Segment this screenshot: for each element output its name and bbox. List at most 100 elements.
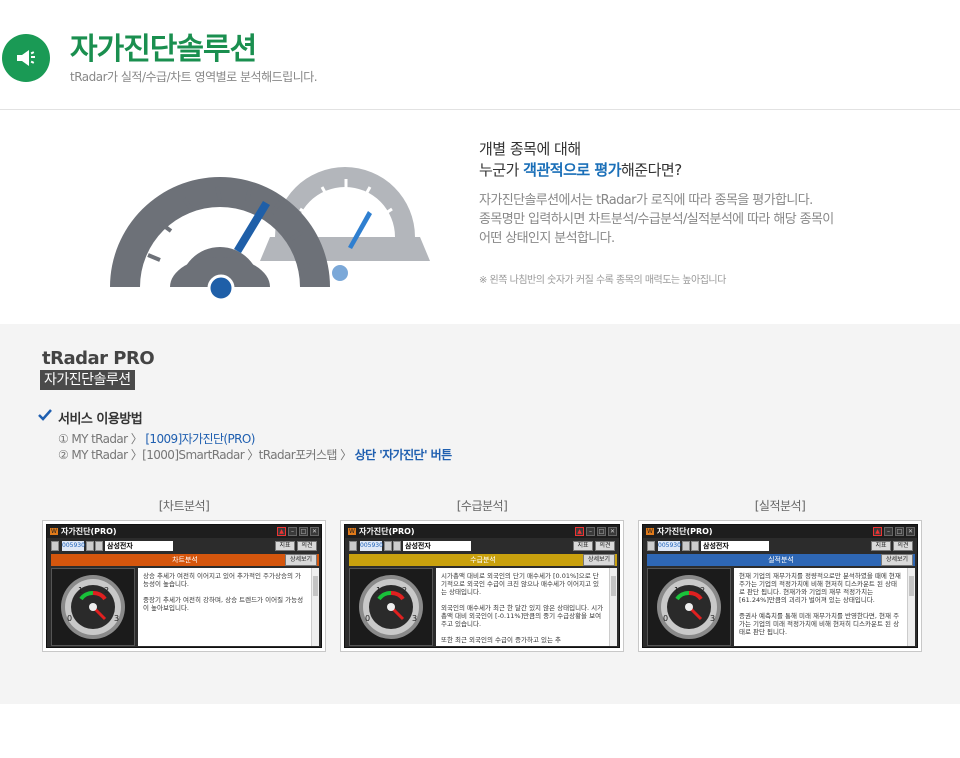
close-icon[interactable]: ✕	[608, 527, 617, 536]
search-row: 005930 삼성전자 지표 의견	[647, 540, 915, 552]
pin-icon[interactable]: ▲	[873, 527, 882, 536]
chevron-down-icon[interactable]	[384, 541, 392, 551]
maximize-icon[interactable]: □	[597, 527, 606, 536]
maximize-icon[interactable]: □	[895, 527, 904, 536]
indicator-button[interactable]: 지표	[573, 541, 593, 551]
analysis-tab[interactable]: 차트분석	[51, 554, 319, 566]
detail-button[interactable]: 상세보기	[285, 554, 317, 566]
dial-gauge: 1 2 0 3	[647, 568, 731, 646]
usage-step-1-target: [1009]자가진단(PRO)	[145, 432, 255, 446]
chevron-down-icon[interactable]	[86, 541, 94, 551]
usage-title: 서비스 이용방법	[58, 412, 143, 427]
minimize-icon[interactable]: –	[288, 527, 297, 536]
dial-gauge: 1 2 0 3	[349, 568, 433, 646]
stock-name-field[interactable]: 삼성전자	[701, 541, 769, 551]
megaphone-icon	[2, 34, 50, 82]
lookup-icon[interactable]	[95, 541, 103, 551]
dial-number-1: 1	[376, 586, 381, 595]
scrollbar[interactable]	[907, 568, 915, 646]
lookup-icon[interactable]	[393, 541, 401, 551]
scrollbar-thumb[interactable]	[611, 576, 616, 596]
scrollbar-thumb[interactable]	[313, 576, 318, 596]
pin-icon[interactable]: ▲	[575, 527, 584, 536]
analysis-text: 시가총액 대비로 외국인의 단기 매수세가 [0.01%]으로 단기적으로 외국…	[436, 568, 609, 646]
dial-number-0: 0	[67, 614, 72, 623]
search-icon[interactable]	[647, 541, 655, 551]
page-header: 자가진단솔루션 tRadar가 실적/수급/차트 영역별로 분석해드립니다.	[0, 0, 960, 110]
window-title: 자가진단(PRO)	[345, 525, 619, 538]
page-subtitle: tRadar가 실적/수급/차트 영역별로 분석해드립니다.	[70, 70, 318, 84]
page-title: 자가진단솔루션	[70, 32, 257, 67]
scrollbar[interactable]	[311, 568, 319, 646]
search-icon[interactable]	[349, 541, 357, 551]
stock-name-field[interactable]: 삼성전자	[403, 541, 471, 551]
hero-heading-pre: 누군가	[479, 161, 524, 179]
product-name: tRadar PRO	[42, 348, 155, 369]
dial-number-1: 1	[674, 586, 679, 595]
pin-icon[interactable]: ▲	[277, 527, 286, 536]
scrollbar[interactable]	[609, 568, 617, 646]
hero-desc-line3: 어떤 상태인지 분석합니다.	[479, 231, 615, 246]
stock-name-field[interactable]: 삼성전자	[105, 541, 173, 551]
usage-step-2-target: 상단 '자가진단' 버튼	[354, 448, 452, 462]
hero-desc-line1: 자가진단솔루션에서는 tRadar가 로직에 따라 종목을 평가합니다.	[479, 193, 813, 208]
stock-code-input[interactable]: 005930	[658, 541, 681, 551]
screenshot-card: 자가진단(PRO) W ▲ – □ ✕ 005930 삼성전자 지표 의견 수급…	[340, 520, 624, 652]
app-logo-icon: W	[646, 528, 654, 535]
minimize-icon[interactable]: –	[884, 527, 893, 536]
stock-code-input[interactable]: 005930	[360, 541, 383, 551]
analysis-text: 상승 추세가 여전히 이어지고 있어 추가적인 주가상승의 가능성이 높습니다.…	[138, 568, 311, 646]
indicator-button[interactable]: 지표	[871, 541, 891, 551]
product-section: tRadar PRO 자가진단솔루션 서비스 이용방법 ① MY tRadar …	[0, 324, 960, 704]
hero-desc-line2: 종목명만 입력하시면 차트분석/수급분석/실적분석에 따라 해당 종목이	[479, 212, 834, 227]
speedometer-icon	[110, 167, 430, 302]
hero-heading-emphasis: 객관적으로 평가	[523, 161, 621, 179]
window-title: 자가진단(PRO)	[47, 525, 321, 538]
chevron-down-icon[interactable]	[682, 541, 690, 551]
dial-number-0: 0	[365, 614, 370, 623]
product-tag: 자가진단솔루션	[40, 370, 135, 390]
dial-icon: 1 2 0 3	[359, 575, 423, 639]
dial-icon: 1 2 0 3	[657, 575, 721, 639]
analysis-tab[interactable]: 수급분석	[349, 554, 617, 566]
window-title: 자가진단(PRO)	[643, 525, 917, 538]
dial-number-0: 0	[663, 614, 668, 623]
search-icon[interactable]	[51, 541, 59, 551]
dial-number-3: 3	[710, 614, 715, 623]
dial-number-2: 2	[104, 586, 109, 595]
screenshot-label: [차트분석]	[158, 499, 210, 513]
screenshot-label: [실적분석]	[754, 499, 806, 513]
usage-step-2: ② MY tRadar 〉[1000]SmartRadar 〉tRadar포커스…	[58, 446, 452, 463]
dial-number-1: 1	[78, 586, 83, 595]
app-window: 자가진단(PRO) W ▲ – □ ✕ 005930 삼성전자 지표 의견 차트…	[46, 524, 322, 648]
hero-heading-post: 해준다면?	[621, 161, 682, 179]
lookup-icon[interactable]	[691, 541, 699, 551]
dial-number-3: 3	[114, 614, 119, 623]
close-icon[interactable]: ✕	[906, 527, 915, 536]
detail-button[interactable]: 상세보기	[583, 554, 615, 566]
dial-number-2: 2	[402, 586, 407, 595]
opinion-button[interactable]: 의견	[893, 541, 913, 551]
indicator-button[interactable]: 지표	[275, 541, 295, 551]
screenshot-card: 자가진단(PRO) W ▲ – □ ✕ 005930 삼성전자 지표 의견 차트…	[42, 520, 326, 652]
scrollbar-thumb[interactable]	[909, 576, 914, 596]
minimize-icon[interactable]: –	[586, 527, 595, 536]
window-controls: ▲ – □ ✕	[873, 527, 915, 536]
maximize-icon[interactable]: □	[299, 527, 308, 536]
hero-section: 개별 종목에 대해 누군가 객관적으로 평가해준다면? 자가진단솔루션에서는 t…	[0, 111, 960, 323]
search-row: 005930 삼성전자 지표 의견	[349, 540, 617, 552]
opinion-button[interactable]: 의견	[595, 541, 615, 551]
close-icon[interactable]: ✕	[310, 527, 319, 536]
app-logo-icon: W	[348, 528, 356, 535]
stock-code-input[interactable]: 005930	[62, 541, 85, 551]
analysis-tab[interactable]: 실적분석	[647, 554, 915, 566]
detail-button[interactable]: 상세보기	[881, 554, 913, 566]
app-window: 자가진단(PRO) W ▲ – □ ✕ 005930 삼성전자 지표 의견 수급…	[344, 524, 620, 648]
opinion-button[interactable]: 의견	[297, 541, 317, 551]
search-row: 005930 삼성전자 지표 의견	[51, 540, 319, 552]
app-window: 자가진단(PRO) W ▲ – □ ✕ 005930 삼성전자 지표 의견 실적…	[642, 524, 918, 648]
window-controls: ▲ – □ ✕	[277, 527, 319, 536]
analysis-text: 현재 기업의 재무가치를 정량적으로만 분석하였을 때에 현재 주가는 기업의 …	[734, 568, 907, 646]
usage-step-1: ① MY tRadar 〉 [1009]자가진단(PRO)	[58, 430, 255, 447]
usage-step-2-path: ② MY tRadar 〉[1000]SmartRadar 〉tRadar포커스…	[58, 448, 352, 462]
